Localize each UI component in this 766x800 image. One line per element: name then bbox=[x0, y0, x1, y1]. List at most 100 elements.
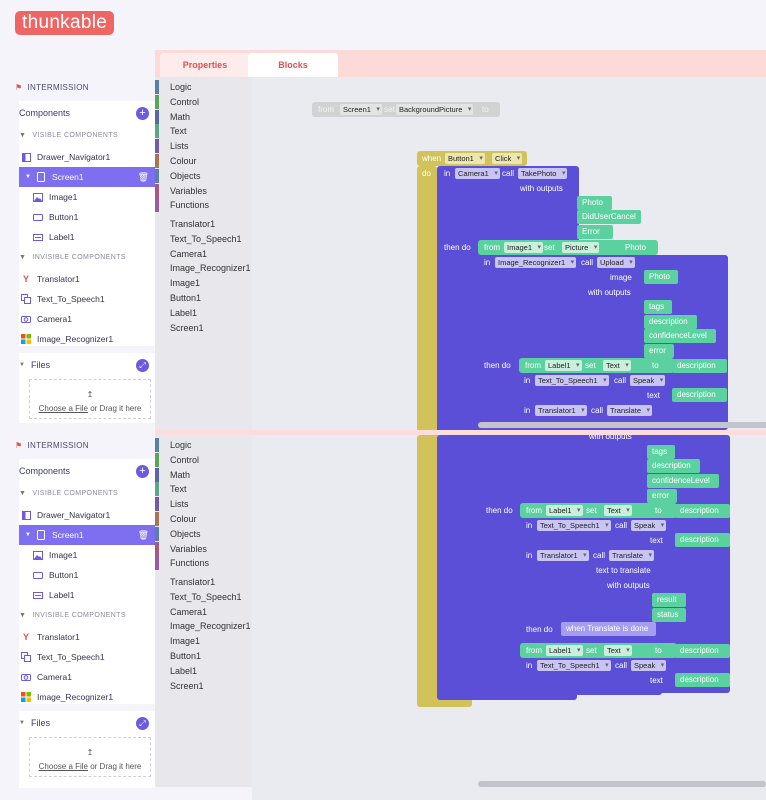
drawer-component-image1[interactable]: Image1 bbox=[170, 278, 201, 289]
component-item-button1[interactable]: Button1 bbox=[19, 207, 155, 227]
drawer-category-logic[interactable]: Logic bbox=[170, 82, 192, 92]
choose-file-link[interactable]: Choose a File bbox=[38, 762, 88, 771]
method-dropdown[interactable]: Translate bbox=[609, 550, 654, 561]
file-drop-zone[interactable]: ↥Choose a File or Drag it here bbox=[29, 379, 151, 419]
trash-icon[interactable]: 🗑 bbox=[137, 171, 149, 182]
drawer-category-functions[interactable]: Functions bbox=[170, 558, 210, 569]
thunkable-logo[interactable]: thunkable bbox=[15, 11, 115, 35]
drawer-category-colour[interactable]: Colour bbox=[170, 156, 197, 166]
output-description[interactable]: description bbox=[644, 315, 697, 329]
photo-value[interactable]: Photo bbox=[644, 270, 678, 284]
component-item-camera1[interactable]: Camera1 bbox=[19, 667, 155, 687]
translator-dropdown[interactable]: Translator1 bbox=[535, 405, 587, 416]
drawer-component-button1[interactable]: Button1 bbox=[170, 293, 202, 303]
component-item-text_to_speech1[interactable]: Text_To_Speech1 bbox=[19, 289, 155, 309]
drawer-category-functions[interactable]: Functions bbox=[170, 200, 210, 211]
method-dropdown[interactable]: Speak bbox=[630, 375, 666, 386]
trash-icon[interactable]: 🗑 bbox=[137, 529, 149, 540]
drawer-component-label1[interactable]: Label1 bbox=[170, 307, 198, 318]
property-dropdown[interactable]: Text bbox=[603, 360, 631, 371]
drawer-category-logic[interactable]: Logic bbox=[170, 440, 192, 450]
component-dropdown[interactable]: Label1 bbox=[546, 645, 583, 656]
component-item-image_recognizer1[interactable]: Image_Recognizer1 bbox=[19, 329, 155, 349]
choose-file-link[interactable]: Choose a File bbox=[38, 404, 88, 413]
drawer-component-image_recognizer1[interactable]: Image_Recognizer1 bbox=[170, 263, 251, 274]
method-dropdown[interactable]: Upload bbox=[597, 257, 635, 268]
method-dropdown[interactable]: TakePhoto bbox=[518, 168, 568, 179]
output-did-user-cancel[interactable]: DidUserCancel bbox=[577, 210, 641, 224]
add-component-button[interactable]: + bbox=[136, 464, 149, 478]
description-value[interactable]: description bbox=[675, 504, 730, 518]
component-item-image1[interactable]: Image1 bbox=[19, 187, 155, 207]
event-dropdown[interactable]: Click bbox=[492, 153, 523, 164]
drawer-component-image_recognizer1[interactable]: Image_Recognizer1 bbox=[170, 621, 251, 632]
drawer-component-text_to_speech1[interactable]: Text_To_Speech1 bbox=[170, 591, 242, 602]
output-confidence-level[interactable]: confidenceLevel bbox=[644, 329, 716, 343]
invisible-components-category[interactable]: ▼INVISIBLE COMPONENTS bbox=[19, 249, 126, 265]
blocks-workspace-top[interactable]: fromScreen1setBackgroundPicturetowhenBut… bbox=[252, 77, 766, 430]
set-label-text-block[interactable] bbox=[519, 358, 674, 373]
output-status[interactable]: status bbox=[652, 608, 686, 622]
drawer-component-button1[interactable]: Button1 bbox=[170, 651, 202, 661]
method-dropdown[interactable]: Translate bbox=[607, 405, 652, 416]
invisible-components-category[interactable]: ▼INVISIBLE COMPONENTS bbox=[19, 607, 126, 623]
drawer-category-control[interactable]: Control bbox=[170, 96, 200, 107]
file-drop-zone[interactable]: ↥Choose a File or Drag it here bbox=[29, 737, 151, 777]
button-dropdown[interactable]: Button1 bbox=[445, 153, 485, 164]
drawer-category-objects[interactable]: Objects bbox=[170, 528, 201, 539]
component-item-text_to_speech1[interactable]: Text_To_Speech1 bbox=[19, 647, 155, 667]
tab-properties[interactable]: Properties bbox=[160, 53, 250, 77]
method-dropdown[interactable]: Speak bbox=[631, 520, 667, 531]
drawer-category-colour[interactable]: Colour bbox=[170, 514, 197, 524]
drawer-component-label1[interactable]: Label1 bbox=[170, 665, 198, 676]
output-photo[interactable]: Photo bbox=[577, 196, 612, 210]
drawer-component-screen1[interactable]: Screen1 bbox=[170, 322, 204, 333]
files-header[interactable]: ▼Files⤢ bbox=[19, 712, 155, 734]
set-label-text-block[interactable] bbox=[520, 503, 677, 518]
workspace-horizontal-scrollbar[interactable] bbox=[478, 781, 766, 787]
method-dropdown[interactable]: Speak bbox=[631, 660, 667, 671]
drawer-category-text[interactable]: Text bbox=[170, 126, 187, 137]
screen-selector[interactable]: ⚑INTERMISSION bbox=[7, 436, 155, 454]
expand-files-icon[interactable]: ⤢ bbox=[136, 358, 149, 372]
drawer-category-math[interactable]: Math bbox=[170, 469, 191, 480]
description-value[interactable]: description bbox=[675, 673, 730, 687]
component-item-screen1[interactable]: ▼Screen1🗑 bbox=[19, 525, 155, 545]
component-item-drawer_navigator1[interactable]: Drawer_Navigator1 bbox=[19, 505, 155, 525]
property-dropdown[interactable]: Text bbox=[604, 505, 632, 516]
output-error[interactable]: error bbox=[647, 489, 677, 503]
workspace-scrollbar[interactable] bbox=[478, 422, 766, 428]
files-header[interactable]: ▼Files⤢ bbox=[19, 354, 155, 376]
drawer-component-translator1[interactable]: Translator1 bbox=[170, 577, 216, 587]
translator-dropdown[interactable]: Translator1 bbox=[537, 550, 589, 561]
expand-files-icon[interactable]: ⤢ bbox=[136, 716, 149, 730]
tts-dropdown[interactable]: Text_To_Speech1 bbox=[537, 520, 611, 531]
screen-dropdown[interactable]: Screen1 bbox=[340, 104, 382, 115]
component-item-button1[interactable]: Button1 bbox=[19, 565, 155, 585]
drawer-category-control[interactable]: Control bbox=[170, 454, 200, 465]
drawer-component-translator1[interactable]: Translator1 bbox=[170, 219, 216, 229]
component-dropdown[interactable]: Label1 bbox=[546, 505, 583, 516]
add-component-button[interactable]: + bbox=[136, 106, 149, 120]
drawer-category-lists[interactable]: Lists bbox=[170, 141, 189, 152]
screen-selector[interactable]: ⚑INTERMISSION bbox=[7, 78, 155, 96]
drawer-category-math[interactable]: Math bbox=[170, 111, 191, 122]
property-dropdown[interactable]: Text bbox=[604, 645, 632, 656]
drawer-component-text_to_speech1[interactable]: Text_To_Speech1 bbox=[170, 233, 242, 244]
property-dropdown[interactable]: Picture bbox=[562, 242, 600, 253]
description-value[interactable]: description bbox=[675, 644, 730, 658]
output-tags[interactable]: tags bbox=[644, 300, 672, 314]
component-item-screen1[interactable]: ▼Screen1🗑 bbox=[19, 167, 155, 187]
output-confidence-level[interactable]: confidenceLevel bbox=[647, 474, 719, 488]
drawer-component-image1[interactable]: Image1 bbox=[170, 636, 201, 647]
description-value[interactable]: description bbox=[672, 359, 727, 373]
drawer-category-variables[interactable]: Variables bbox=[170, 185, 207, 196]
component-item-image1[interactable]: Image1 bbox=[19, 545, 155, 565]
property-dropdown[interactable]: BackgroundPicture bbox=[396, 104, 474, 115]
tts-dropdown[interactable]: Text_To_Speech1 bbox=[535, 375, 609, 386]
drawer-component-screen1[interactable]: Screen1 bbox=[170, 680, 204, 691]
drawer-component-camera1[interactable]: Camera1 bbox=[170, 248, 208, 259]
description-value[interactable]: description bbox=[672, 388, 727, 402]
